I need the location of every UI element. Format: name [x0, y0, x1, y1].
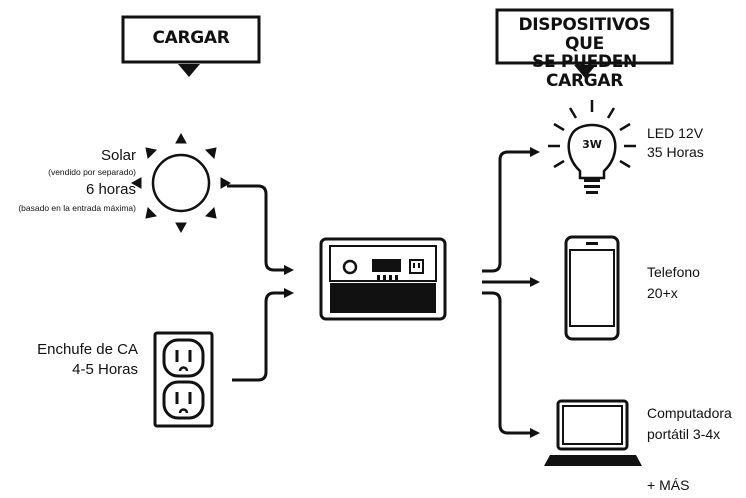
outlet-to-station-connector [232, 291, 285, 382]
laptop-label-line2: portátil 3-4x [647, 426, 721, 442]
solar-to-station-connector [227, 184, 285, 272]
light-bulb-icon [548, 100, 636, 194]
devices-header: DISPOSITIVOS QUE SE PUEDEN CARGAR [498, 16, 671, 91]
laptop-arrowhead [530, 428, 540, 438]
phone-label-block: Telefono 20+x [647, 262, 700, 304]
solar-label-block: Solar (vendido por separado) 6 horas (ba… [0, 147, 136, 213]
solar-note: (vendido por separado) [48, 166, 136, 177]
wall-outlet-icon [153, 331, 214, 428]
devices-header-box [495, 8, 674, 78]
station-to-led-connector [482, 150, 530, 273]
smartphone-icon [564, 235, 620, 341]
led-arrowhead [530, 147, 540, 157]
laptop-label-block: Computadora portátil 3-4x [647, 403, 732, 445]
outlet-arrowhead [284, 288, 294, 298]
phone-label-line1: Telefono [647, 264, 700, 280]
phone-label-line2: 20+x [647, 285, 678, 301]
phone-arrowhead [530, 277, 540, 287]
solar-basis: (basado en la entrada máxima) [18, 202, 136, 213]
outlet-label-line1: Enchufe de CA [37, 341, 138, 358]
solar-time: 6 horas [85, 180, 136, 198]
devices-header-line2: SE PUEDEN CARGAR [532, 52, 637, 92]
power-station-icon [319, 237, 447, 321]
bulb-wattage-badge: 3W [582, 138, 602, 151]
laptop-label-line1: Computadora [647, 405, 732, 421]
led-label-line2: 35 Horas [647, 143, 704, 160]
laptop-icon [544, 399, 642, 466]
outlet-label-block: Enchufe de CA 4-5 Horas [0, 340, 138, 379]
solar-title: Solar [100, 147, 136, 164]
devices-header-line1: DISPOSITIVOS QUE [518, 15, 651, 54]
led-label-line1: LED 12V [647, 125, 704, 141]
charge-header: CARGAR [152, 28, 230, 48]
station-to-laptop-connector [482, 291, 530, 435]
outlet-label-line2: 4-5 Horas [72, 360, 138, 378]
sun-icon [130, 132, 232, 234]
charge-header-box [121, 15, 261, 77]
solar-arrowhead [284, 265, 294, 275]
led-label-block: LED 12V 35 Horas [647, 124, 704, 162]
more-label: + MÁS [647, 477, 690, 493]
